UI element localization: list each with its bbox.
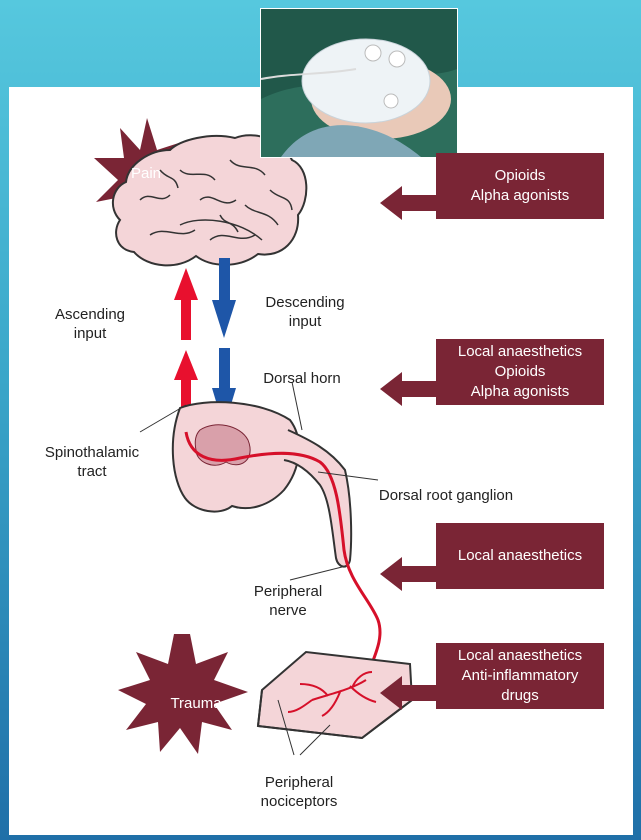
peripheral-nerve-label: Peripheral nerve bbox=[238, 582, 338, 620]
drug-box-4-line-3: drugs bbox=[436, 686, 604, 706]
peripheral-nociceptors-label: Peripheral nociceptors bbox=[244, 773, 354, 811]
patient-photo-image bbox=[261, 9, 457, 157]
drug-box-4-line-1: Local anaesthetics bbox=[436, 646, 604, 666]
drug-box-4-line-2: Anti-inflammatory bbox=[436, 666, 604, 686]
ascending-input-label: Ascending input bbox=[40, 305, 140, 343]
drug-box-1-line-1: Opioids bbox=[436, 166, 604, 186]
pain-label: Pain bbox=[116, 164, 176, 183]
arrow-box-2-icon bbox=[380, 372, 440, 406]
drug-box-2-line-2: Opioids bbox=[436, 362, 604, 382]
drug-box-local-opioids-alpha: Local anaesthetics Opioids Alpha agonist… bbox=[436, 339, 604, 405]
dorsal-root-ganglion-label: Dorsal root ganglion bbox=[368, 486, 524, 505]
drug-box-1-line-2: Alpha agonists bbox=[436, 186, 604, 206]
drug-box-2-line-3: Alpha agonists bbox=[436, 382, 604, 402]
arrow-box-1-icon bbox=[380, 186, 440, 220]
dorsal-horn-label: Dorsal horn bbox=[250, 369, 354, 388]
drug-box-local-anaesthetics: Local anaesthetics bbox=[436, 523, 604, 589]
drug-box-2-line-1: Local anaesthetics bbox=[436, 342, 604, 362]
drug-box-3-line-1: Local anaesthetics bbox=[436, 546, 604, 566]
dorsal-root bbox=[284, 430, 351, 567]
arrow-box-4-icon bbox=[380, 676, 440, 710]
trauma-label: Trauma bbox=[156, 694, 236, 713]
spinothalamic-tract-label: Spinothalamic tract bbox=[34, 443, 150, 481]
patient-photo bbox=[260, 8, 458, 158]
drug-box-opioids-alpha: Opioids Alpha agonists bbox=[436, 153, 604, 219]
drug-box-local-antiinflammatory: Local anaesthetics Anti-inflammatory dru… bbox=[436, 643, 604, 709]
spinal-cord-icon bbox=[173, 402, 299, 511]
descending-input-label: Descending input bbox=[250, 293, 360, 331]
arrow-box-3-icon bbox=[380, 557, 440, 591]
